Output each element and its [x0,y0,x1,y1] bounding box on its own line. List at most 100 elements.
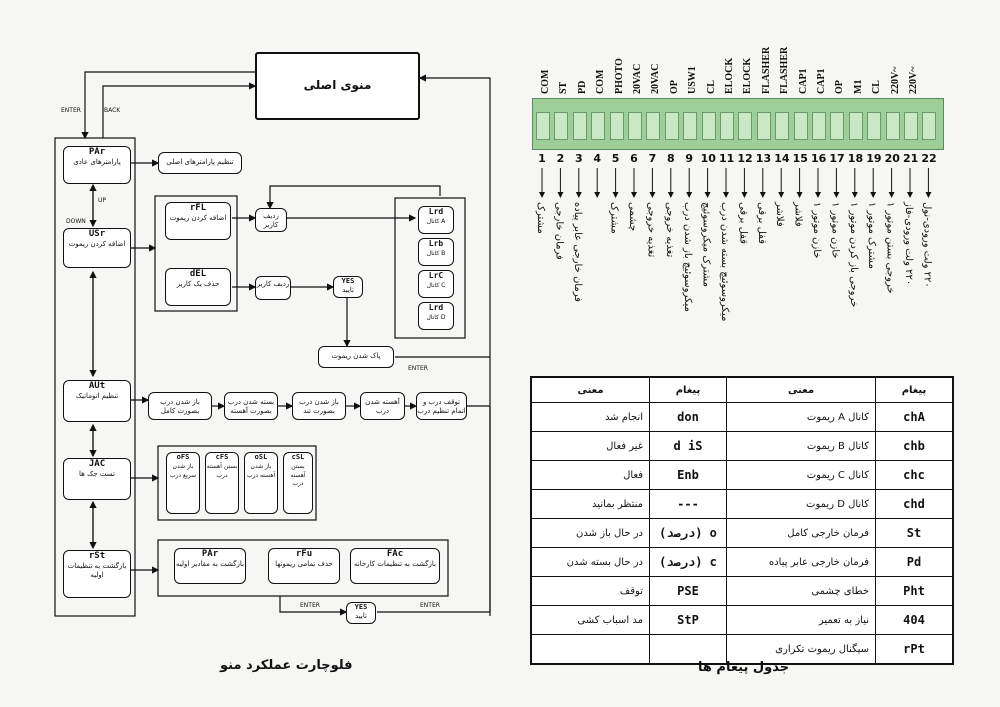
terminal-socket[interactable] [775,112,790,140]
terminal-socket[interactable] [609,112,624,140]
auto-step-2[interactable]: بسته شدن درب بصورت آهسته [224,392,278,420]
final-yes-box[interactable]: YES تایید [346,602,376,624]
terminal-arrow-head [704,192,711,198]
terminal-number: 1 [538,152,546,165]
terminal-description: تغذیه خروجی [645,202,657,258]
terminal-socket[interactable] [738,112,753,140]
terminal-socket[interactable] [701,112,716,140]
terminal-description: فلاشر [792,202,804,227]
menu-usr-box[interactable]: USr اضافه کردن ریموت [63,228,131,268]
terminal-socket[interactable] [904,112,918,140]
terminal-arrow-head [631,192,637,198]
auto-step-1[interactable]: باز شدن درب بصورت کامل [148,392,212,420]
terminal-arrow-head [815,192,821,198]
reset-option-2[interactable]: rFu حذف تمامی ریموتها [268,548,340,584]
enter-label-top: ENTER [61,107,81,114]
terminal-number: 21 [903,152,919,165]
user-row-box-2[interactable]: ردیف کاربر [255,276,291,300]
message-meaning: کانال C ریموت [726,460,876,490]
param-setting-label: تنظیم پارامترهای اصلی [166,158,234,166]
main-menu-box[interactable]: منوی اصلی [255,52,420,120]
jack-test-1-code: oFS [176,453,190,461]
terminal-number: 7 [648,152,657,165]
terminal-socket[interactable] [867,112,882,140]
message-code: chc [875,460,954,490]
menu-rst-code: rSt [88,551,106,561]
jack-test-3[interactable]: oSL باز شدن آهسته درب [244,452,278,514]
terminal-arrow-head [539,192,545,198]
message-meaning: انجام شد [530,402,650,432]
message-table-caption: جدول پیغام ها [698,660,790,675]
channel-d-box[interactable]: Lrd D کانال [418,302,454,330]
enter-label-reset-1: ENTER [300,602,320,609]
terminal-socket[interactable] [664,112,679,140]
terminal-socket[interactable] [554,112,569,140]
auto-step-5[interactable]: توقف درب و اتمام تنظیم درب [416,392,467,420]
terminal-socket[interactable] [756,112,771,140]
menu-jac-box[interactable]: JAC تست جک ها [63,458,131,500]
terminal-socket[interactable] [683,112,698,140]
reset-option-1-code: PAr [201,549,219,559]
enter-label-clear: ENTER [408,365,428,372]
reset-option-1[interactable]: PAr بازگشت به مقادیر اولیه [174,548,246,584]
message-meaning: غیر فعال [530,431,650,461]
terminal-socket[interactable] [830,112,845,140]
terminal-description: فرمان خارجی [553,202,565,260]
terminal-arrow-head [575,192,582,198]
channel-b-box[interactable]: Lrb B کانال [418,238,454,266]
jack-test-4-code: cSL [291,453,305,461]
terminal-socket[interactable] [922,112,937,140]
jack-test-4[interactable]: cSL بستن آهسته درب [283,452,313,514]
auto-step-4[interactable]: آهسته شدن درب [360,392,405,420]
menu-rst-label: بازگشت به تنظیمات اولیه [67,562,127,579]
message-table-header: پیغام معنی پیغام معنی [530,376,954,403]
menu-rst-box[interactable]: rSt بازگشت به تنظیمات اولیه [63,550,131,598]
clear-remote-box[interactable]: پاک شدن ریموت [318,346,394,368]
terminal-description: فلاشر [774,202,786,227]
terminal-socket[interactable] [793,112,808,140]
up-label: UP [98,197,107,204]
param-setting-box[interactable]: تنظیم پارامترهای اصلی [158,152,242,174]
terminal-socket[interactable] [646,112,661,140]
terminal-socket[interactable] [848,112,863,140]
terminal-arrow-head [667,192,674,198]
terminal-arrow-head [907,192,913,198]
menu-par-box[interactable]: PAr پارامترهای عادی [63,146,131,184]
channel-a-box[interactable]: Lrd A کانال [418,206,454,234]
del-user-box[interactable]: dEL حذف یک کاربر [165,268,231,306]
terminal-number: 8 [666,152,675,165]
auto-step-3[interactable]: باز شدن درب بصورت تند [292,392,346,420]
terminal-socket[interactable] [720,112,734,140]
message-meaning: در حال باز شدن [530,518,650,548]
message-code: Pd [875,547,954,577]
terminal-socket[interactable] [885,112,900,140]
jack-test-2[interactable]: cFS بستن آهسته درب [205,452,239,514]
channel-b-code: Lrb [428,239,444,248]
terminal-socket[interactable] [591,112,606,140]
terminal-number: 18 [847,152,864,165]
terminal-description: مشترک موتور ۱ [866,202,878,269]
message-meaning: منتظر بمانید [530,489,650,519]
terminal-description: قفل برقی [737,202,749,245]
user-row-box-1[interactable]: ردیف کاربر [255,208,287,232]
channel-a-code: Lrd [428,207,444,216]
terminal-socket[interactable] [572,112,587,140]
terminal-socket[interactable] [536,112,550,140]
jack-test-1[interactable]: oFS باز شدن سریع درب [166,452,200,514]
reset-option-3[interactable]: FAc بازگشت به تنظیمات کارخانه [350,548,440,584]
yes-confirm-box[interactable]: YES تایید [333,276,363,298]
message-code: chd [875,489,954,519]
terminal-socket[interactable] [628,112,642,140]
message-meaning: خطای چشمی [726,576,876,606]
menu-aut-box[interactable]: AUt تنظیم اتوماتیک [63,380,131,422]
final-yes-code: YES [354,603,368,611]
terminal-socket[interactable] [812,112,826,140]
add-remote-box[interactable]: rFL اضافه کردن ریموت [165,202,231,240]
channel-c-box[interactable]: LrC C کانال [418,270,454,298]
terminal-number: 11 [719,152,735,165]
